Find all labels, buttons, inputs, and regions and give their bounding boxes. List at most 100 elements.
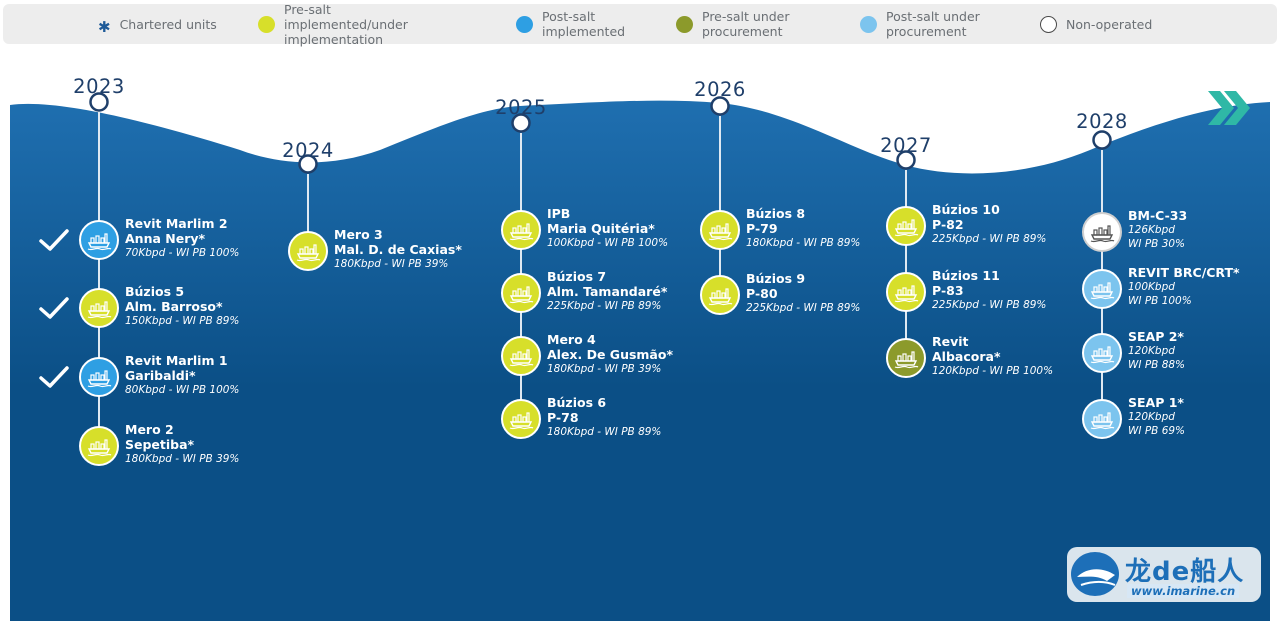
unit-label: REVIT BRC/CRT*100Kbpd WI PB 100% bbox=[1128, 265, 1240, 308]
unit-status-circle bbox=[700, 210, 740, 250]
legend-dot-non-operated bbox=[1040, 15, 1057, 33]
unit-label: SEAP 2*120Kbpd WI PB 88% bbox=[1128, 329, 1185, 372]
unit-capacity: 180Kbpd - WI PB 89% bbox=[547, 426, 662, 438]
fpso-ship-icon bbox=[1090, 412, 1115, 430]
unit-vessel-name: Anna Nery* bbox=[125, 231, 206, 246]
unit-name: Búzios 5 bbox=[125, 284, 185, 299]
unit-status-circle bbox=[886, 272, 926, 312]
year-milestone-dot bbox=[896, 150, 916, 170]
unit-capacity: 180Kbpd - WI PB 89% bbox=[746, 237, 861, 249]
unit-status-circle bbox=[886, 206, 926, 246]
fpso-ship-icon bbox=[708, 288, 733, 306]
unit-capacity: 120Kbpd bbox=[1128, 345, 1175, 357]
unit-status-circle bbox=[288, 231, 328, 271]
unit-capacity: 225Kbpd - WI PB 89% bbox=[746, 302, 861, 314]
watermark-url: www.imarine.cn bbox=[1127, 584, 1240, 598]
timeline-connector bbox=[307, 174, 309, 241]
unit-status-circle bbox=[79, 288, 119, 328]
legend-item-non-operated: Non-operated bbox=[1040, 4, 1152, 44]
fpso-ship-icon bbox=[1090, 225, 1115, 243]
unit-capacity: 150Kbpd - WI PB 89% bbox=[125, 315, 240, 327]
unit-capacity: 120Kbpd bbox=[1128, 411, 1175, 423]
unit-vessel-name: P-82 bbox=[932, 217, 964, 232]
unit-name: Revit bbox=[932, 334, 969, 349]
unit-capacity: 225Kbpd - WI PB 89% bbox=[932, 233, 1047, 245]
unit-capacity: 180Kbpd - WI PB 39% bbox=[547, 363, 662, 375]
legend-label: Non-operated bbox=[1066, 16, 1153, 32]
unit-name: Búzios 8 bbox=[746, 206, 806, 221]
legend-item-post-salt-procurement: Post-salt under procurement bbox=[860, 4, 998, 44]
unit-name: SEAP 1* bbox=[1128, 395, 1184, 410]
legend-item-pre-salt-procurement: Pre-salt under procurement bbox=[676, 4, 814, 44]
unit-name: REVIT BRC/CRT* bbox=[1128, 265, 1240, 280]
unit-status-circle bbox=[1082, 212, 1122, 252]
unit-name: Búzios 9 bbox=[746, 271, 806, 286]
unit-capacity: WI PB 69% bbox=[1128, 425, 1186, 437]
unit-capacity: 70Kbpd - WI PB 100% bbox=[125, 247, 240, 259]
legend-dot-pre-salt-procurement bbox=[676, 15, 693, 33]
year-label: 2024 bbox=[282, 139, 334, 162]
unit-name: IPB bbox=[547, 206, 571, 221]
unit-label: SEAP 1*120Kbpd WI PB 69% bbox=[1128, 395, 1185, 438]
unit-vessel-name: Sepetiba* bbox=[125, 437, 195, 452]
unit-name: Mero 4 bbox=[547, 332, 596, 347]
unit-status-circle bbox=[700, 275, 740, 315]
year-label: 2023 bbox=[73, 75, 125, 98]
unit-status-circle bbox=[501, 336, 541, 376]
timeline-connector bbox=[719, 116, 721, 285]
year-label: 2025 bbox=[495, 96, 547, 119]
fpso-ship-icon bbox=[296, 244, 321, 262]
legend-label: Post-salt implemented bbox=[542, 9, 626, 39]
unit-capacity: 100Kbpd bbox=[1128, 281, 1175, 293]
legend-label: Chartered units bbox=[119, 16, 217, 32]
watermark-logo: 龙de船人 www.imarine.cn bbox=[1067, 547, 1261, 602]
timeline-connector bbox=[905, 170, 907, 348]
unit-status-circle bbox=[501, 210, 541, 250]
unit-status-circle bbox=[1082, 333, 1122, 373]
fpso-ship-icon bbox=[894, 219, 919, 237]
unit-vessel-name: Alex. De Gusmão* bbox=[547, 347, 673, 362]
fpso-ship-icon bbox=[1090, 282, 1115, 300]
checkmark-icon bbox=[37, 364, 71, 390]
year-milestone-dot bbox=[89, 92, 109, 112]
fpso-ship-icon bbox=[894, 351, 919, 369]
asterisk-icon: ✱ bbox=[98, 18, 111, 36]
fpso-ship-icon bbox=[87, 301, 112, 319]
unit-capacity: 180Kbpd - WI PB 39% bbox=[334, 258, 449, 270]
unit-capacity: WI PB 100% bbox=[1128, 295, 1192, 307]
year-label: 2027 bbox=[880, 134, 932, 157]
unit-capacity: 80Kbpd - WI PB 100% bbox=[125, 384, 240, 396]
unit-vessel-name: Garibaldi* bbox=[125, 368, 196, 383]
unit-status-circle bbox=[79, 426, 119, 466]
legend-dot-post-salt-procurement bbox=[860, 15, 877, 33]
unit-capacity: WI PB 30% bbox=[1128, 238, 1186, 250]
year-milestone-dot bbox=[298, 154, 318, 174]
unit-capacity: 225Kbpd - WI PB 89% bbox=[547, 300, 662, 312]
unit-capacity: WI PB 88% bbox=[1128, 359, 1186, 371]
legend-label: Pre-salt implemented/under implementatio… bbox=[284, 1, 408, 47]
unit-status-circle bbox=[1082, 399, 1122, 439]
unit-status-circle bbox=[79, 220, 119, 260]
unit-vessel-name: P-79 bbox=[746, 221, 778, 236]
year-milestone-dot bbox=[710, 96, 730, 116]
unit-status-circle bbox=[1082, 269, 1122, 309]
unit-vessel-name: P-83 bbox=[932, 283, 964, 298]
unit-vessel-name: P-78 bbox=[547, 410, 579, 425]
unit-name: Búzios 6 bbox=[547, 395, 607, 410]
unit-name: Mero 3 bbox=[334, 227, 383, 242]
fpso-ship-icon bbox=[87, 370, 112, 388]
year-milestone-dot bbox=[511, 113, 531, 133]
unit-name: Búzios 7 bbox=[547, 269, 607, 284]
checkmark-icon bbox=[37, 295, 71, 321]
unit-vessel-name: Alm. Barroso* bbox=[125, 299, 223, 314]
unit-name: SEAP 2* bbox=[1128, 329, 1184, 344]
